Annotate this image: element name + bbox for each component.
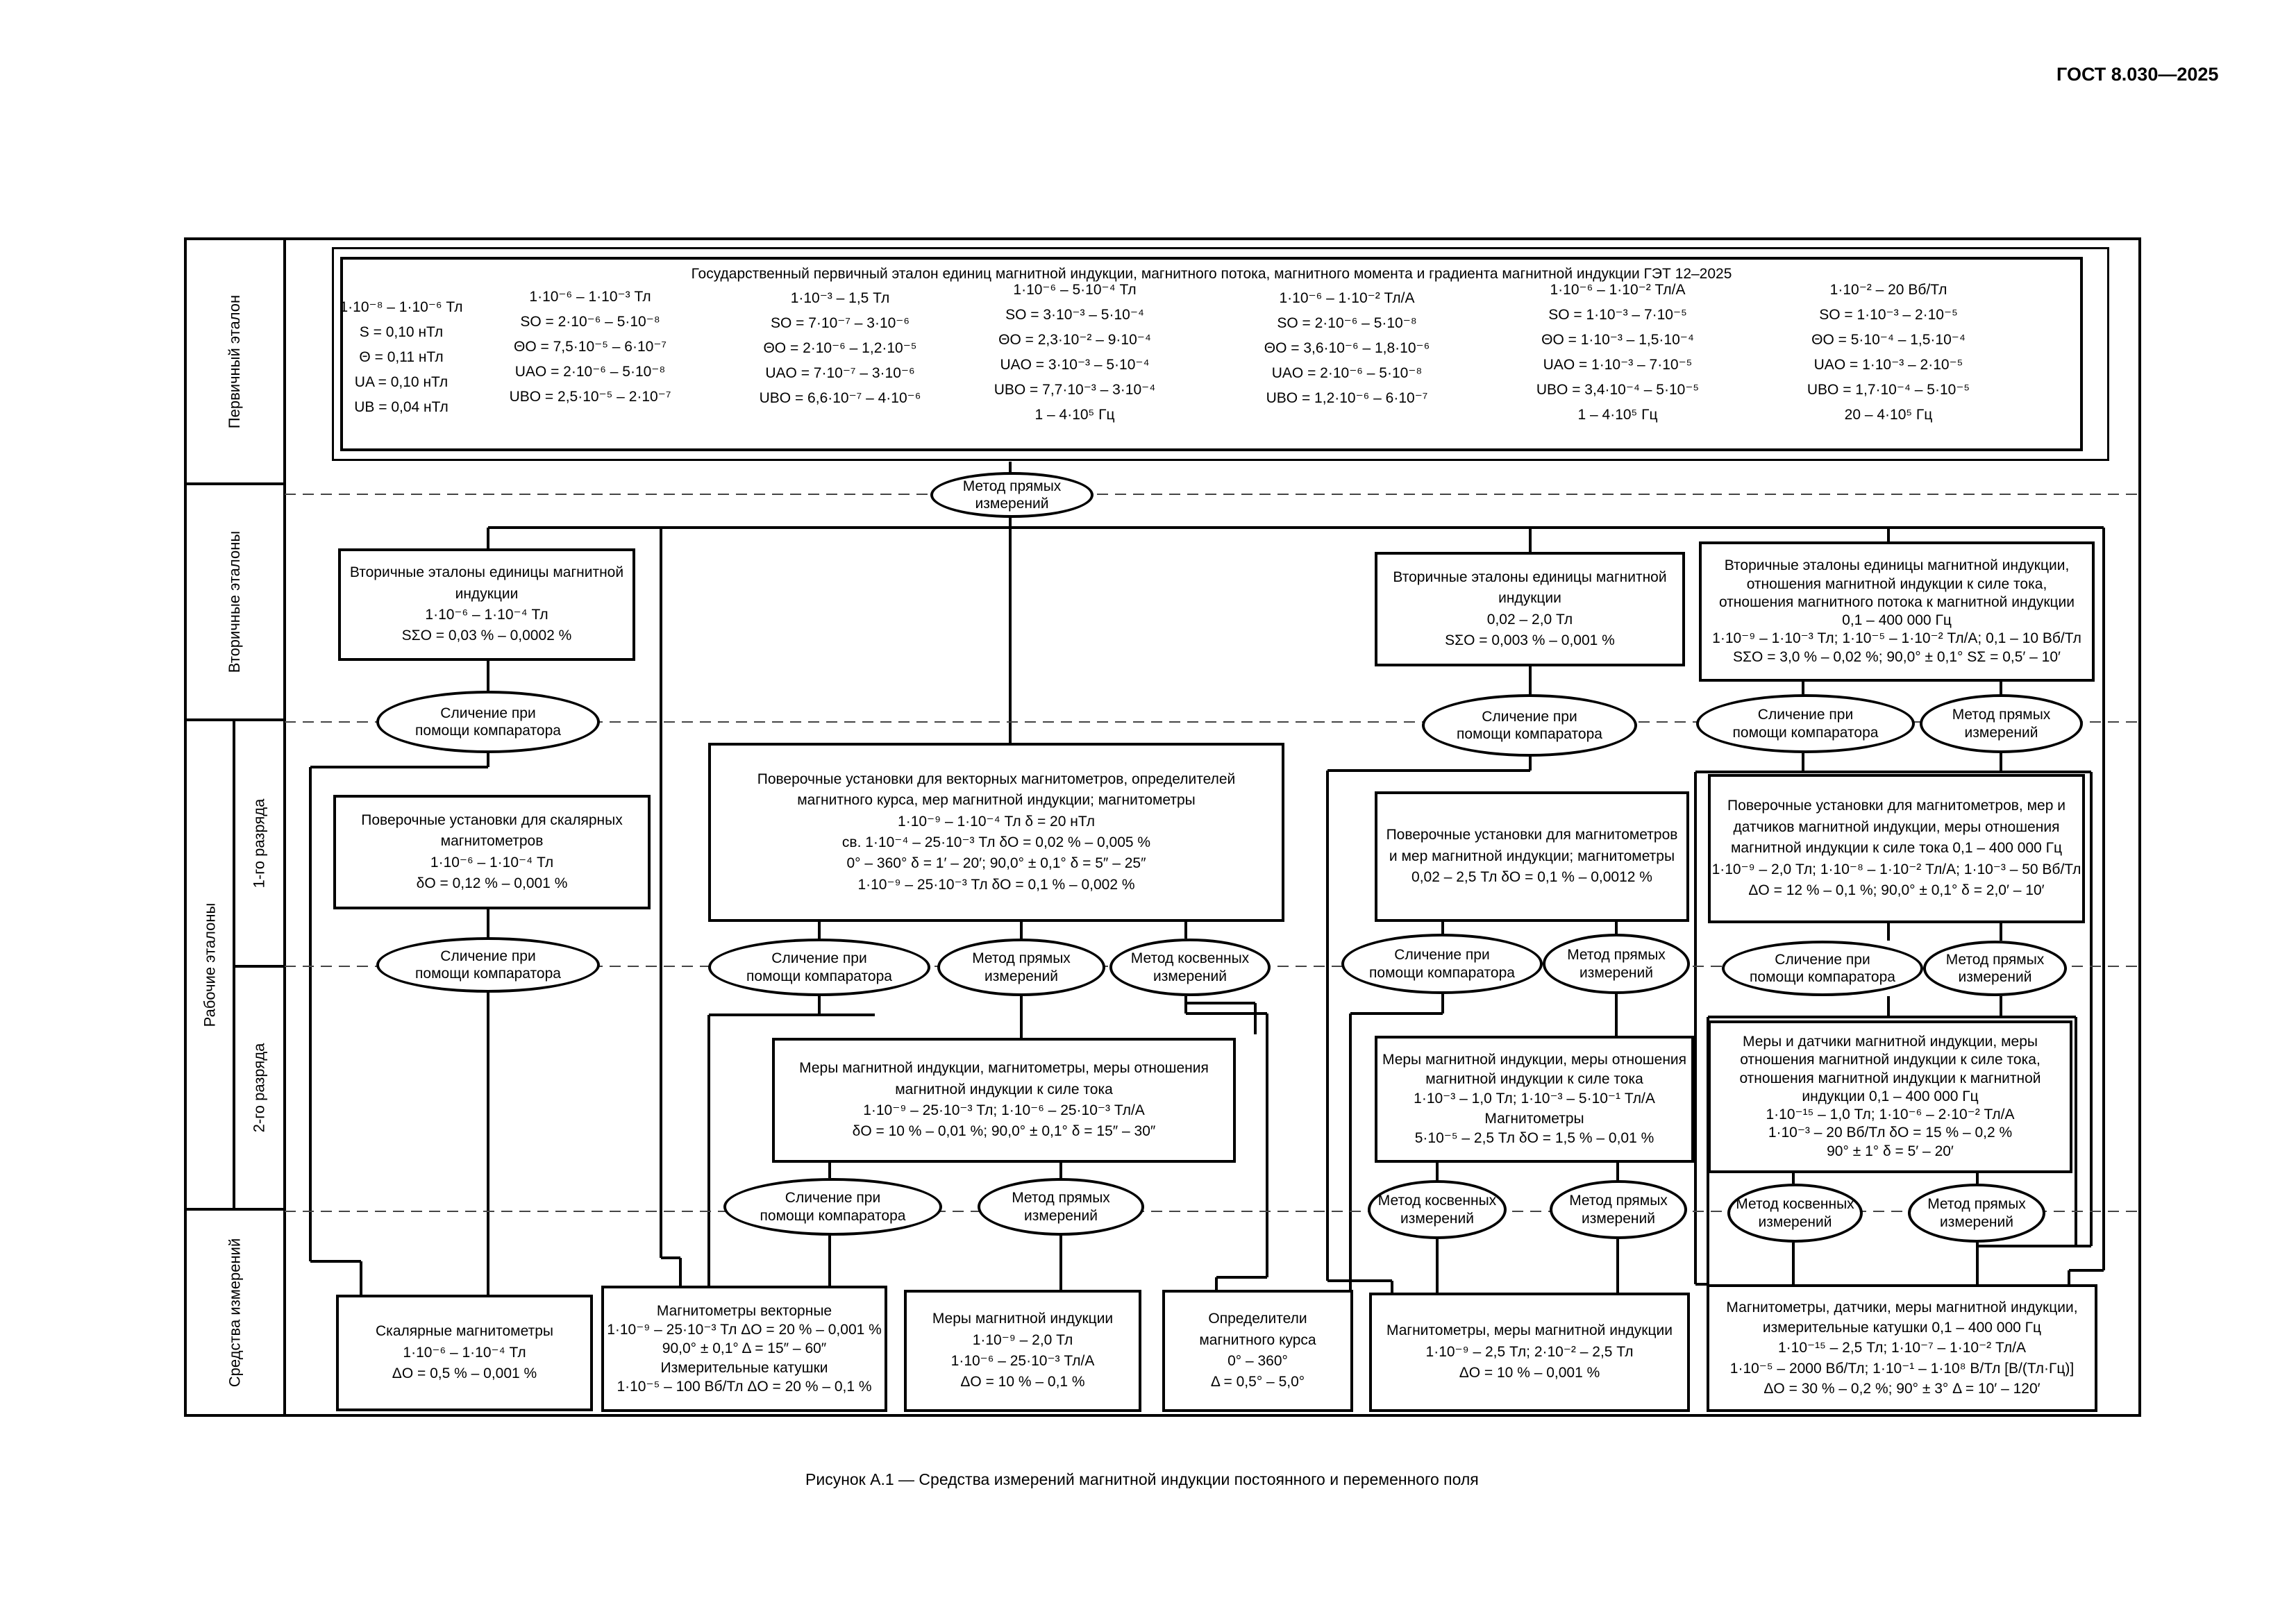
primary-column-line: SO = 3·10⁻³ – 5·10⁻⁴ bbox=[1005, 307, 1144, 323]
primary-column-line: Θ = 0,11 нТл bbox=[359, 349, 444, 365]
outer-frame bbox=[184, 237, 2141, 1417]
primary-column-line: 1 – 4·10⁵ Гц bbox=[1577, 407, 1658, 423]
primary-column-line: UA = 0,10 нТл bbox=[354, 374, 449, 390]
primary-column-line: 1·10⁻⁶ – 1·10⁻³ Тл bbox=[529, 289, 651, 305]
secondary-right-box: Вторичные эталоны единицы магнитной инду… bbox=[1699, 541, 2095, 682]
row-label-grade1: 1-го разряда bbox=[250, 798, 268, 888]
primary-column-line: 1·10⁻⁸ – 1·10⁻⁶ Тл bbox=[340, 299, 463, 315]
instr-sensors-box: Магнитометры, датчики, меры магнитной ин… bbox=[1707, 1284, 2097, 1412]
primary-column-2: 1·10⁻⁶ – 1·10⁻³ Тл SO = 2·10⁻⁶ – 5·10⁻⁸ ΘO… bbox=[500, 285, 680, 410]
primary-column-line: UBO = 7,7·10⁻³ – 3·10⁻⁴ bbox=[994, 382, 1156, 398]
primary-column-line: ΘO = 5·10⁻⁴ – 1,5·10⁻⁴ bbox=[1811, 332, 1966, 348]
figure-caption: Рисунок А.1 — Средства измерений магнитн… bbox=[805, 1470, 1479, 1488]
primary-column-line: UAO = 3·10⁻³ – 5·10⁻⁴ bbox=[1000, 357, 1150, 373]
row-label-primary: Первичный эталон bbox=[226, 294, 244, 428]
primary-column-line: 1·10⁻⁶ – 1·10⁻² Тл/А bbox=[1550, 282, 1686, 298]
primary-column-line: ΘO = 7,5·10⁻⁵ – 6·10⁻⁷ bbox=[514, 339, 667, 355]
primary-column-5: 1·10⁻⁶ – 1·10⁻² Тл/А SO = 2·10⁻⁶ – 5·10⁻⁸… bbox=[1257, 286, 1437, 411]
primary-column-line: UBO = 3,4·10⁻⁴ – 5·10⁻⁵ bbox=[1536, 382, 1700, 398]
primary-column-line: ΘO = 2·10⁻⁶ – 1,2·10⁻⁵ bbox=[763, 340, 917, 356]
primary-column-line: UAO = 1·10⁻³ – 2·10⁻⁵ bbox=[1813, 357, 1963, 373]
primary-column-line: UAO = 7·10⁻⁷ – 3·10⁻⁶ bbox=[765, 365, 915, 381]
row-label-working: Рабочие эталоны bbox=[201, 902, 218, 1027]
primary-column-line: SO = 2·10⁻⁶ – 5·10⁻⁸ bbox=[520, 314, 660, 330]
primary-column-line: SO = 2·10⁻⁶ – 5·10⁻⁸ bbox=[1277, 315, 1417, 331]
grade2-center-box: Меры магнитной индукции, магнитометры, м… bbox=[772, 1038, 1236, 1163]
primary-column-line: UBO = 6,6·10⁻⁷ – 4·10⁻⁶ bbox=[759, 390, 921, 406]
row-label-secondary: Вторичные эталоны bbox=[226, 530, 244, 673]
primary-column-3: 1·10⁻³ – 1,5 Тл SO = 7·10⁻⁷ – 3·10⁻⁶ ΘO = … bbox=[750, 286, 930, 411]
primary-column-line: S = 0,10 нТл bbox=[359, 324, 444, 340]
primary-column-line: 1·10⁻⁶ – 1·10⁻² Тл/А bbox=[1279, 290, 1415, 306]
primary-column-line: UBO = 1,7·10⁻⁴ – 5·10⁻⁵ bbox=[1807, 382, 1970, 398]
row-label-grade2: 2-го разряда bbox=[250, 1043, 268, 1133]
primary-standard-box: Государственный первичный эталон единиц … bbox=[340, 257, 2083, 451]
primary-column-line: UAO = 1·10⁻³ – 7·10⁻⁵ bbox=[1543, 357, 1693, 373]
primary-column-line: SO = 7·10⁻⁷ – 3·10⁻⁶ bbox=[770, 315, 910, 331]
primary-column-line: UAO = 2·10⁻⁶ – 5·10⁻⁸ bbox=[1271, 365, 1423, 381]
row-label-instruments: Средства измерений bbox=[226, 1238, 244, 1387]
primary-column-line: 1 – 4·10⁵ Гц bbox=[1034, 407, 1115, 423]
primary-column-line: ΘO = 3,6·10⁻⁶ – 1,8·10⁻⁶ bbox=[1264, 340, 1430, 356]
primary-column-line: 1·10⁻³ – 1,5 Тл bbox=[790, 290, 890, 306]
primary-column-line: UAO = 2·10⁻⁶ – 5·10⁻⁸ bbox=[514, 364, 666, 380]
primary-column-line: SO = 1·10⁻³ – 2·10⁻⁵ bbox=[1819, 307, 1958, 323]
primary-column-line: UBO = 1,2·10⁻⁶ – 6·10⁻⁷ bbox=[1266, 390, 1428, 406]
primary-column-6: 1·10⁻⁶ – 1·10⁻² Тл/А SO = 1·10⁻³ – 7·10⁻⁵… bbox=[1527, 278, 1708, 428]
primary-column-line: ΘO = 1·10⁻³ – 1,5·10⁻⁴ bbox=[1541, 332, 1694, 348]
primary-column-7: 1·10⁻² – 20 Вб/Тл SO = 1·10⁻³ – 2·10⁻⁵ ΘO … bbox=[1798, 278, 1979, 428]
primary-column-line: 1·10⁻² – 20 Вб/Тл bbox=[1829, 282, 1947, 298]
primary-column-line: 1·10⁻⁶ – 5·10⁻⁴ Тл bbox=[1013, 282, 1137, 298]
primary-column-line: UBO = 2,5·10⁻⁵ – 2·10⁻⁷ bbox=[509, 389, 671, 405]
primary-column-1: 1·10⁻⁸ – 1·10⁻⁶ Тл S = 0,10 нТл Θ = 0,11 н… bbox=[311, 295, 492, 420]
primary-standard-title: Государственный первичный эталон единиц … bbox=[691, 266, 1732, 282]
primary-column-line: UB = 0,04 нТл bbox=[354, 399, 449, 415]
grade1-right-box: Поверочные установки для магнитометров, … bbox=[1708, 774, 2085, 923]
primary-column-line: SO = 1·10⁻³ – 7·10⁻⁵ bbox=[1548, 307, 1687, 323]
primary-column-line: ΘO = 2,3·10⁻² – 9·10⁻⁴ bbox=[998, 332, 1151, 348]
grade1-center-box: Поверочные установки для векторных магни… bbox=[708, 743, 1284, 922]
primary-column-4: 1·10⁻⁶ – 5·10⁻⁴ Тл SO = 3·10⁻³ – 5·10⁻⁴ ΘO… bbox=[984, 278, 1165, 428]
standard-number: ГОСТ 8.030—2025 bbox=[2056, 64, 2219, 85]
primary-column-line: 20 – 4·10⁵ Гц bbox=[1844, 407, 1933, 423]
